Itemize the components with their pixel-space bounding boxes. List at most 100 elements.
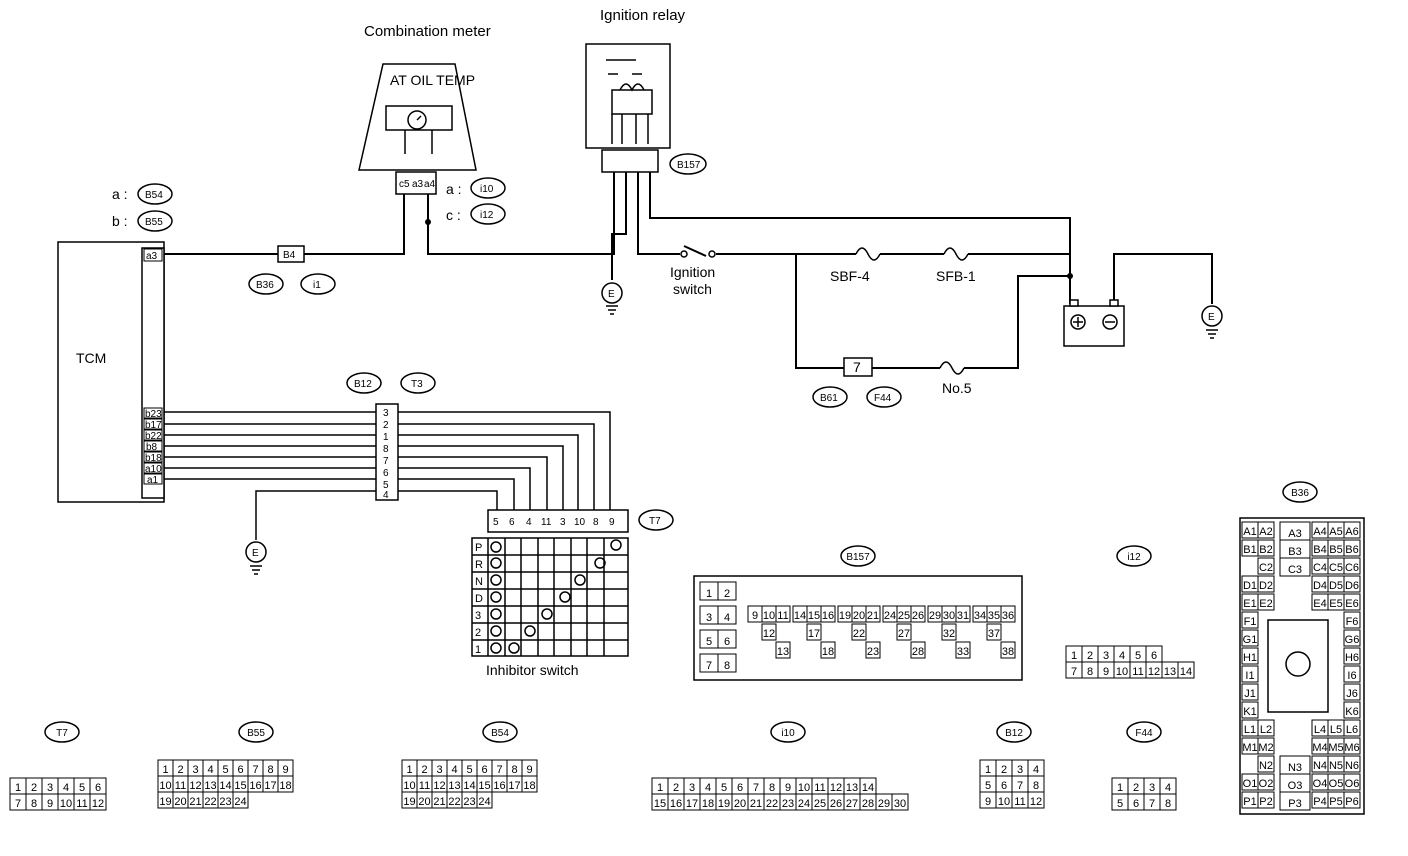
b157-cell — [865, 605, 881, 623]
connector-cell — [1177, 661, 1195, 679]
b36-right-pin: C6 — [1345, 562, 1359, 574]
b157-pin: 31 — [957, 610, 969, 622]
meter-legend-connector: i10 — [480, 184, 494, 195]
connector-pin: 3 — [689, 782, 695, 794]
switch-contact-icon — [680, 250, 688, 258]
connector-pin: 10 — [403, 780, 415, 792]
b36-left-cell — [1257, 755, 1275, 773]
b36-left-pin: J1 — [1244, 688, 1256, 700]
connector-label-oval — [996, 721, 1032, 743]
ground-label: E — [1208, 312, 1215, 323]
connector-pin: 7 — [1149, 798, 1155, 810]
connector-pin: 6 — [95, 782, 101, 794]
shift-position: N — [475, 576, 483, 588]
connector-pin: 12 — [830, 782, 842, 794]
b157-pin: 17 — [808, 628, 820, 640]
b36-right-cell — [1343, 683, 1361, 701]
connector-pin: 22 — [766, 798, 778, 810]
b36-left-pin: O2 — [1259, 778, 1274, 790]
tcm-legend-letter: b : — [112, 213, 128, 229]
b36-left-pin: I1 — [1245, 670, 1254, 682]
b36-left-pin: P2 — [1259, 796, 1272, 808]
connector-pin: 3 — [436, 764, 442, 776]
connector-pin: 23 — [782, 798, 794, 810]
b157-cell — [806, 623, 822, 641]
connector-pin: 12 — [1030, 796, 1042, 808]
b157-pin: 24 — [884, 610, 896, 622]
b157-pin: 10 — [763, 610, 775, 622]
b36-center-cell — [1279, 791, 1311, 811]
tcm-pin-box — [143, 418, 163, 430]
ground-icon — [1201, 305, 1223, 327]
tcm-pin: b18 — [145, 453, 162, 464]
b157-left-pin: 3 — [706, 612, 712, 624]
ignition-relay-label: Ignition relay — [600, 7, 686, 24]
joint-pin: 3 — [383, 408, 389, 419]
joint-pin: 6 — [383, 468, 389, 479]
b36-left-pin: B2 — [1259, 544, 1272, 556]
b157-cell — [761, 623, 777, 641]
b157-label-oval — [840, 545, 876, 567]
b157-label-tag: B157 — [846, 552, 870, 563]
connector-pin: 4 — [705, 782, 711, 794]
connector-cell — [1027, 791, 1045, 809]
b157-left-pin: 7 — [706, 660, 712, 672]
connector-label-tag: B54 — [491, 728, 509, 739]
connector-label-tag: T7 — [56, 728, 68, 739]
top-wiring: B4 B36 i1 E Ignition switch SBF-4 SFB-1 … — [164, 172, 1223, 408]
b157-left-pin: 6 — [724, 636, 730, 648]
connector-pin: 4 — [207, 764, 213, 776]
b36-right-pin: P5 — [1329, 796, 1342, 808]
b157-left-pin: 2 — [724, 588, 730, 600]
tcm-pin: b22 — [145, 431, 162, 442]
b36-left-pin: H1 — [1243, 652, 1257, 664]
b36-right-pin: D6 — [1345, 580, 1359, 592]
connector-pin: 24 — [798, 798, 810, 810]
b157-pin: 21 — [867, 610, 879, 622]
b157-pin: 19 — [839, 610, 851, 622]
relay-housing — [585, 43, 671, 149]
connector-pin: 7 — [496, 764, 502, 776]
b36-right-pin: H6 — [1345, 652, 1359, 664]
tcm-pin: a3 — [146, 251, 158, 262]
b36-left-pin: P1 — [1243, 796, 1256, 808]
b36-left-cell — [1257, 521, 1275, 539]
ground-label: E — [252, 548, 259, 559]
b36-left-cell — [1241, 611, 1259, 629]
inhibitor-pin: 3 — [560, 517, 566, 528]
fuse-sfb1-label: SFB-1 — [936, 268, 976, 284]
bus-ground-wire — [255, 490, 498, 540]
tcm-pin: b8 — [146, 442, 158, 453]
tcm-pin-box — [143, 462, 163, 474]
b36-left-cell — [1257, 719, 1275, 737]
b36-right-cell — [1343, 773, 1361, 791]
tcm-legend: a : B54 b : B55 — [112, 183, 173, 232]
b36-right-pin: A5 — [1329, 526, 1342, 538]
connector-pin: 11 — [814, 782, 825, 794]
connector-pin: 14 — [1180, 666, 1192, 678]
b157-pin: 27 — [898, 628, 910, 640]
connector-pin: 26 — [830, 798, 842, 810]
b36-label-tag: B36 — [1291, 488, 1309, 499]
meter-pin: a4 — [424, 179, 436, 190]
fuse7-label: 7 — [853, 359, 861, 375]
b36-left-cell — [1241, 683, 1259, 701]
b36-right-pin: P6 — [1345, 796, 1358, 808]
b36-right-pin: B5 — [1329, 544, 1342, 556]
b36-right-pin: D4 — [1313, 580, 1327, 592]
ground-label: E — [608, 289, 615, 300]
connector-pin: 29 — [878, 798, 890, 810]
inhibitor-pin: 5 — [493, 517, 499, 528]
b157-cell — [1000, 605, 1016, 623]
connector-pin: 22 — [448, 796, 460, 808]
connector-pin: 30 — [894, 798, 906, 810]
connector-pin: 1 — [1117, 782, 1123, 794]
connector-pin: 5 — [222, 764, 228, 776]
b36-right-pin: M6 — [1344, 742, 1359, 754]
